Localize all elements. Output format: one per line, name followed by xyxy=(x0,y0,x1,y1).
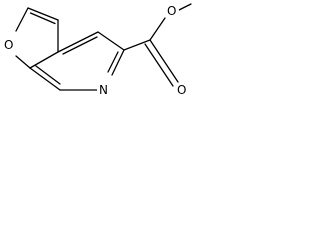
bond-furan-c7a-o xyxy=(15,55,31,69)
bond-carbonyl-o-double-a xyxy=(149,39,179,83)
bond-c7a-c3a xyxy=(29,51,59,69)
bond-c4-c5 xyxy=(97,31,125,51)
atom-labels: O N O O xyxy=(2,4,189,97)
ester-group xyxy=(123,3,192,87)
pyridine-ring xyxy=(29,31,125,91)
chemical-structure: O N O O xyxy=(2,3,192,97)
bond-c5-carbonyl xyxy=(123,39,151,51)
carbonyl-oxygen-label: O xyxy=(177,83,186,97)
furan-ring xyxy=(15,7,59,69)
bond-c5-n6-double xyxy=(107,51,119,73)
bond-furan-o-c2 xyxy=(15,7,29,32)
bond-furan-c2-c3 xyxy=(27,7,59,21)
bond-c3a-c4-double xyxy=(62,36,98,55)
furan-oxygen-label: O xyxy=(4,38,13,52)
bond-carbonyl-ester-o xyxy=(149,17,166,41)
bond-c3a-c4 xyxy=(57,31,99,53)
ester-oxygen-label: O xyxy=(167,4,176,18)
bond-furan-c2-c3-double xyxy=(29,12,56,25)
bond-c5-n6 xyxy=(111,49,125,76)
bond-carbonyl-o-double-b xyxy=(144,43,174,87)
bond-c7-c7a xyxy=(29,67,61,91)
bond-c7-c7a-double xyxy=(35,65,61,85)
ring-nitrogen-label: N xyxy=(99,83,108,97)
bond-ester-o-methyl xyxy=(178,3,192,11)
